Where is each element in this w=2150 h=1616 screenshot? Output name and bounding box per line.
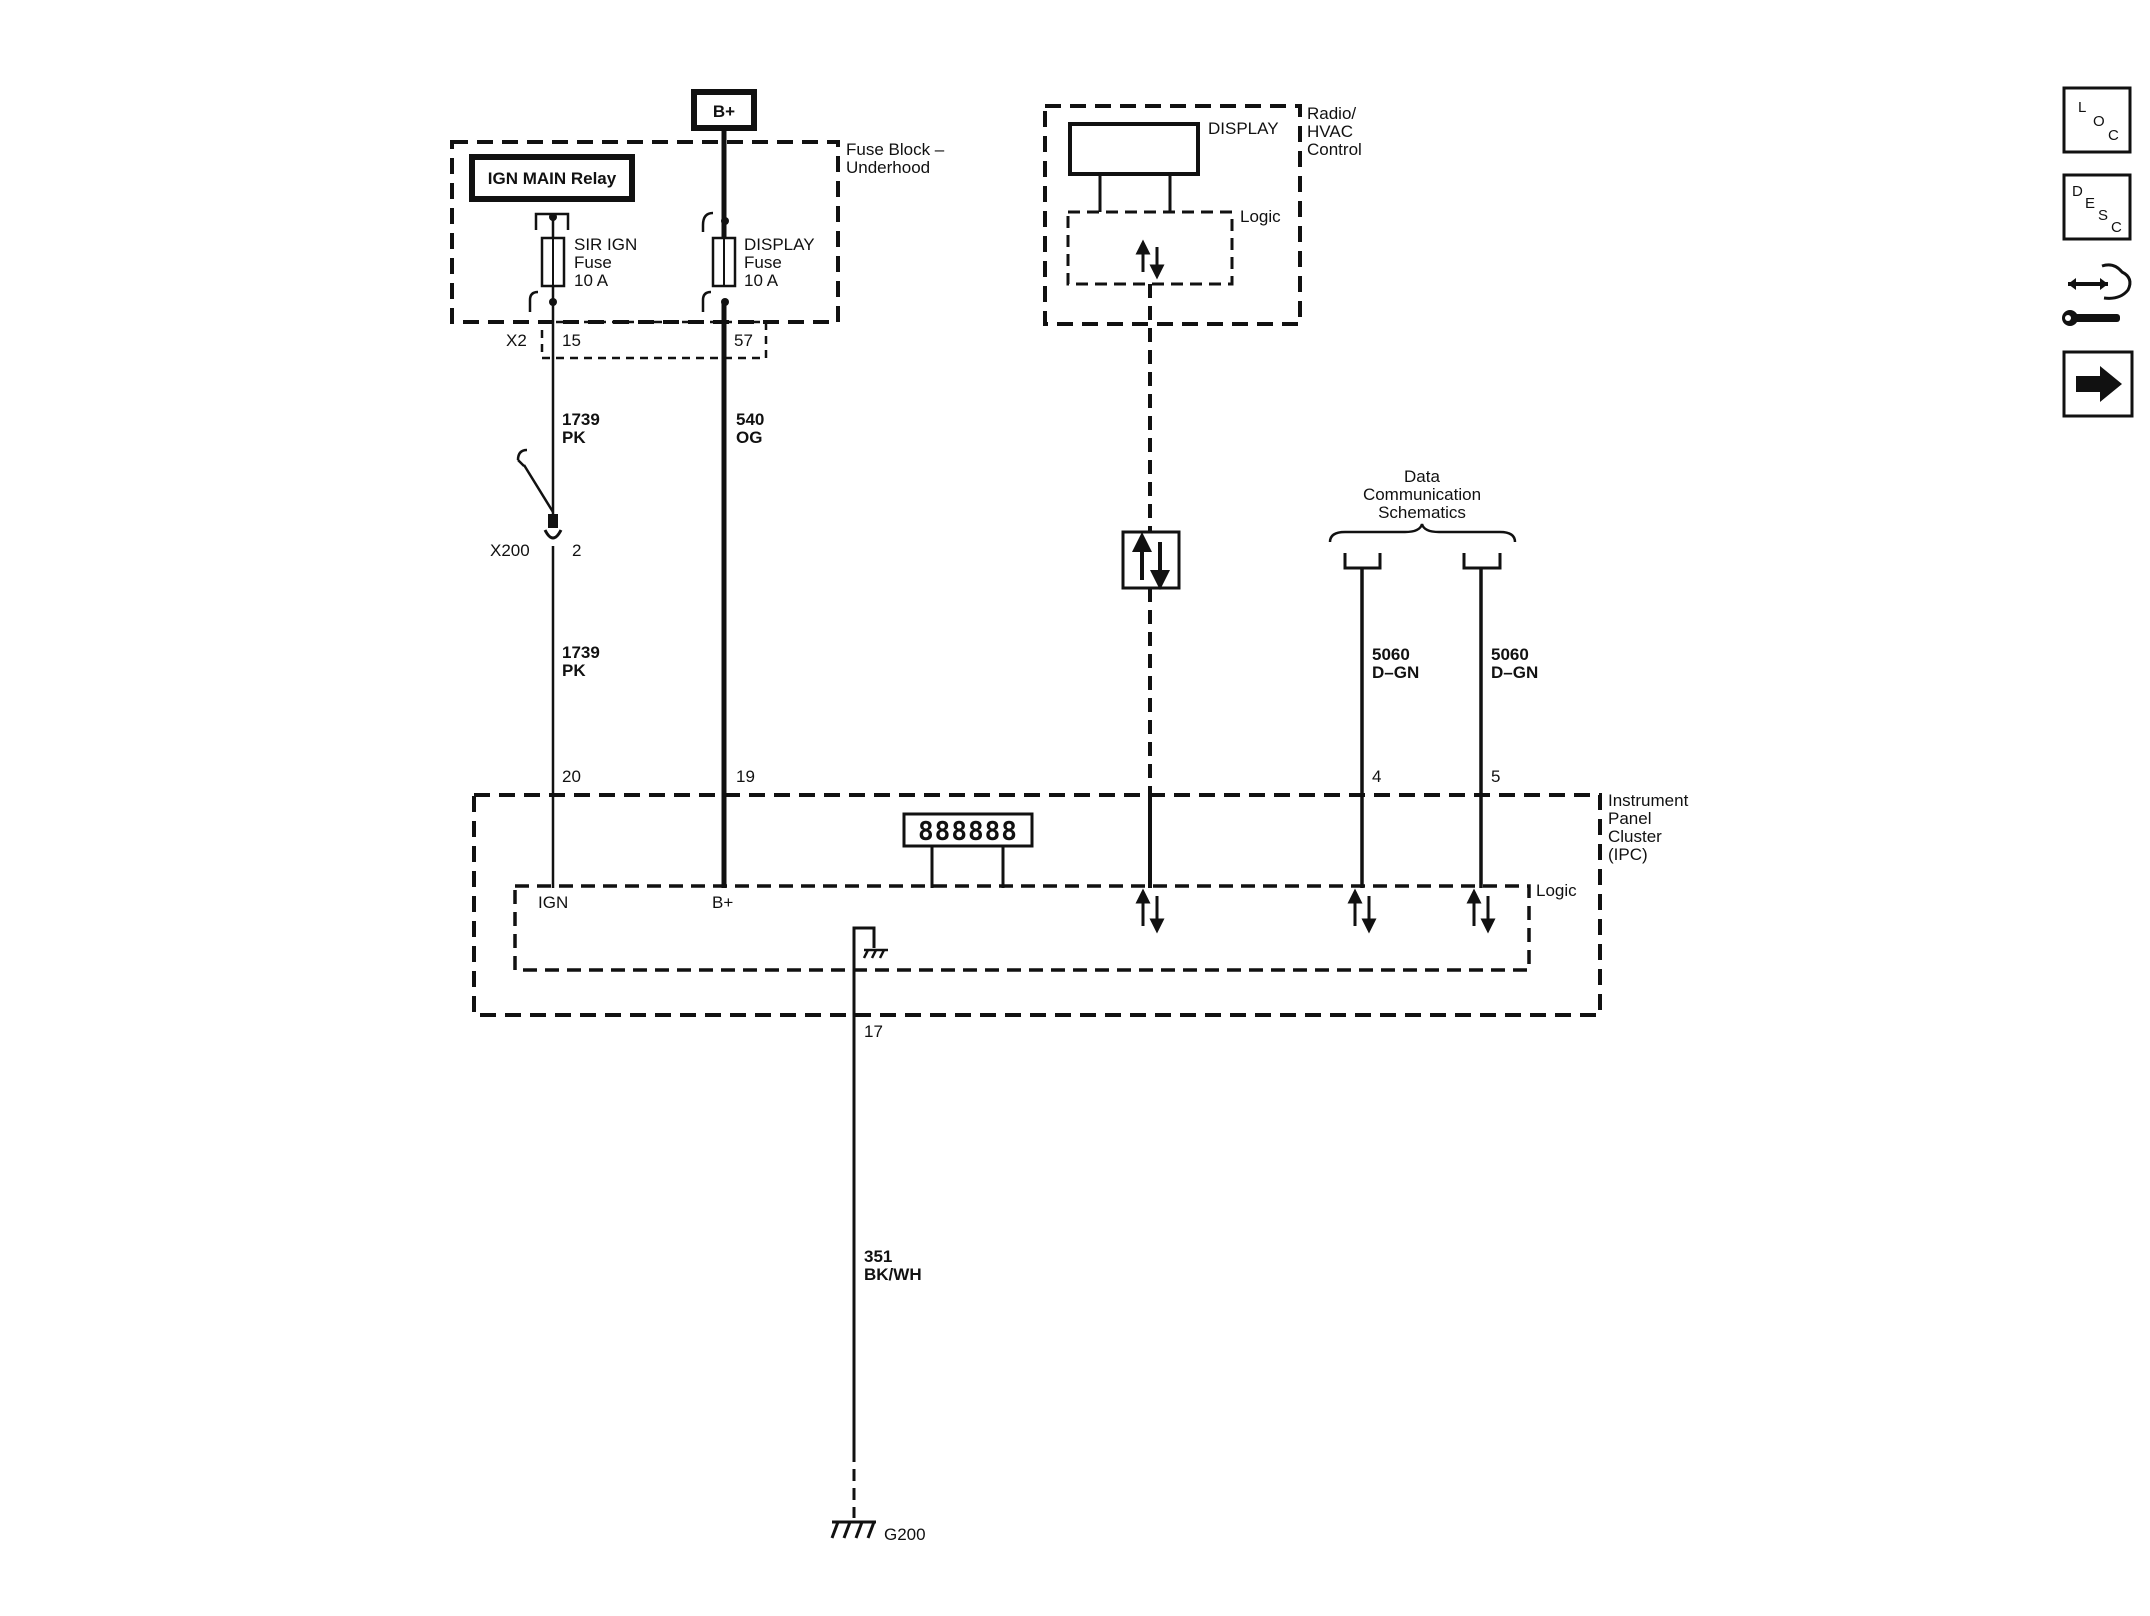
- sir-fuse-label: SIR IGN: [574, 235, 637, 254]
- bidirectional-arrow-icon: [1132, 532, 1170, 590]
- display-fuse-label: DISPLAY: [744, 235, 815, 254]
- radio-title: Control: [1307, 140, 1362, 159]
- radio-logic-label: Logic: [1240, 207, 1281, 226]
- sir-ign-fuse: SIR IGN Fuse 10 A: [528, 212, 637, 312]
- ground-symbol-icon: [830, 1520, 876, 1539]
- pin-label: 20: [562, 767, 581, 786]
- display-fuse-label: Fuse: [744, 253, 782, 272]
- desc-letter: E: [2085, 195, 2095, 212]
- serial-data-link: [1121, 284, 1181, 888]
- ipc-title: (IPC): [1608, 845, 1648, 864]
- bidirectional-arrow-icon: [1135, 888, 1165, 934]
- wire-540-og: 540 OG 19: [721, 128, 764, 888]
- wire-5060-dgn-a: 5060 D–GN 4: [1360, 568, 1419, 888]
- display-fuse: DISPLAY Fuse 10 A: [701, 211, 815, 312]
- sir-fuse-label: Fuse: [574, 253, 612, 272]
- fuse-block-title: Underhood: [846, 158, 930, 177]
- radio-display-label: DISPLAY: [1208, 119, 1279, 138]
- ipc-title: Cluster: [1608, 827, 1662, 846]
- ipc-logic-label: Logic: [1536, 881, 1577, 900]
- bplus-label: B+: [713, 102, 735, 121]
- right-arrow-icon: [2076, 366, 2122, 402]
- radio-hvac-control: Radio/ HVAC Control DISPLAY Logic: [1043, 104, 1362, 326]
- wire-5060-dgn-b: 5060 D–GN 5: [1479, 568, 1538, 888]
- relay-label: IGN MAIN Relay: [488, 169, 617, 188]
- inline-connector-label: X200: [490, 541, 530, 560]
- battery-positive-source: B+: [691, 89, 757, 131]
- instrument-panel-cluster: Instrument Panel Cluster (IPC) 888888 Lo…: [472, 791, 1689, 1018]
- ipc-title: Instrument: [1608, 791, 1689, 810]
- pin-label: 19: [736, 767, 755, 786]
- loc-letter: C: [2108, 127, 2119, 144]
- sir-fuse-rating: 10 A: [574, 271, 609, 290]
- data-comm-label: Data: [1404, 467, 1440, 486]
- data-comm-label: Communication: [1363, 485, 1481, 504]
- ipc-terminal-ign: IGN: [538, 893, 568, 912]
- pin-label: 17: [864, 1022, 883, 1041]
- ipc-title: Panel: [1608, 809, 1651, 828]
- loc-button[interactable]: L O C: [2062, 86, 2132, 154]
- wire-color-label: BK/WH: [864, 1265, 922, 1284]
- wire-color-label: OG: [736, 428, 762, 447]
- pin-label: 2: [572, 541, 581, 560]
- connector-repair-icon: [2062, 263, 2132, 326]
- desc-letter: D: [2072, 183, 2083, 200]
- wire-circuit-label: 540: [736, 410, 764, 429]
- loc-letter: L: [2078, 99, 2086, 116]
- fuse-block-title: Fuse Block –: [846, 140, 945, 159]
- ground-g200: G200: [830, 1520, 926, 1544]
- ign-main-relay: IGN MAIN Relay: [469, 154, 635, 202]
- pin-label: 4: [1372, 767, 1381, 786]
- internal-ground-icon: [852, 926, 888, 1018]
- data-communication-reference: Data Communication Schematics: [1328, 467, 1517, 570]
- display-fuse-rating: 10 A: [744, 271, 779, 290]
- wire-circuit-label: 5060: [1491, 645, 1529, 664]
- bidirectional-arrow-icon: [1135, 239, 1165, 280]
- wire-color-label: PK: [562, 428, 586, 447]
- pin-label: 57: [734, 331, 753, 350]
- wire-circuit-label: 1739: [562, 410, 600, 429]
- connector-x2-label: X2: [506, 331, 527, 350]
- wire-351-bk-wh: 17 351 BK/WH: [852, 1015, 922, 1518]
- wire-circuit-label: 5060: [1372, 645, 1410, 664]
- data-comm-label: Schematics: [1378, 503, 1466, 522]
- ipc-digital-display: 888888: [902, 812, 1034, 888]
- pin-label: 15: [562, 331, 581, 350]
- fuse-block-underhood: Fuse Block – Underhood IGN MAIN Relay SI…: [450, 140, 945, 360]
- ipc-terminal-bplus: B+: [712, 893, 733, 912]
- wire-color-label: PK: [562, 661, 586, 680]
- radio-title: HVAC: [1307, 122, 1353, 141]
- wire-circuit-label: 1739: [562, 643, 600, 662]
- wire-1739-pk: 1739 PK X200 2 1739 PK 20: [490, 302, 600, 888]
- desc-letter: S: [2098, 207, 2108, 224]
- wire-circuit-label: 351: [864, 1247, 892, 1266]
- loc-letter: O: [2093, 113, 2105, 130]
- wire-color-label: D–GN: [1372, 663, 1419, 682]
- wire-color-label: D–GN: [1491, 663, 1538, 682]
- ground-label: G200: [884, 1525, 926, 1544]
- bidirectional-arrow-icon: [1347, 888, 1377, 934]
- radio-title: Radio/: [1307, 104, 1356, 123]
- next-page-button[interactable]: [2062, 350, 2134, 418]
- connector-repair-button[interactable]: [2062, 260, 2134, 334]
- bidirectional-arrow-icon: [1466, 888, 1496, 934]
- desc-letter: C: [2111, 219, 2122, 236]
- pin-label: 5: [1491, 767, 1500, 786]
- desc-button[interactable]: D E S C: [2062, 173, 2132, 241]
- display-digits: 888888: [918, 817, 1018, 847]
